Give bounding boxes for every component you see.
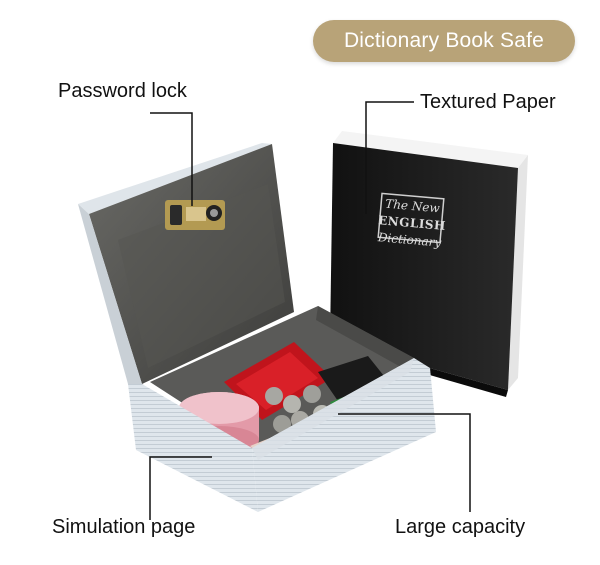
password-lock (165, 200, 225, 230)
open-safe-lid (78, 143, 294, 384)
title-banner: Dictionary Book Safe (313, 20, 575, 62)
simulation-pages (128, 358, 436, 512)
banner-title: Dictionary Book Safe (343, 29, 545, 52)
callout-simulation-page: Simulation page (52, 516, 196, 538)
book-cover-title: The New ENGLISH Dictionary (376, 195, 446, 252)
callout-lines (149, 101, 471, 520)
callout-textured-paper: Textured Paper (420, 91, 556, 113)
callout-password-lock: Password lock (58, 80, 187, 102)
callout-large-capacity: Large capacity (395, 516, 526, 538)
